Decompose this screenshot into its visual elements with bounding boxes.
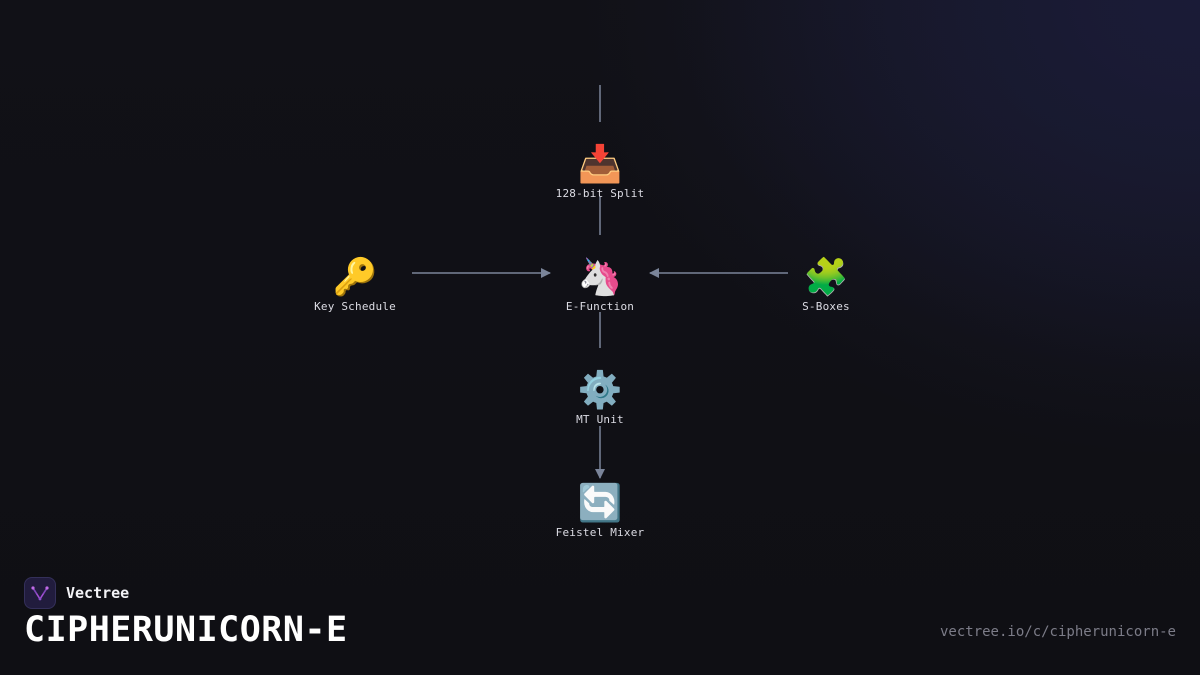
brand-name: Vectree — [66, 584, 130, 602]
node-mt-unit[interactable]: ⚙️ MT Unit — [520, 370, 680, 426]
page-url[interactable]: vectree.io/c/cipherunicorn-e — [939, 624, 1176, 640]
node-label: Key Schedule — [314, 300, 396, 313]
node-key-schedule[interactable]: 🔑 Key Schedule — [275, 257, 435, 313]
page-title: CIPHERUNICORN-E — [24, 610, 348, 650]
node-128-bit-split[interactable]: 📥 128-bit Split — [520, 144, 680, 200]
gear-icon: ⚙️ — [577, 370, 623, 411]
node-e-function[interactable]: 🦄 E-Function — [520, 257, 680, 313]
node-feistel-mixer[interactable]: 🔄 Feistel Mixer — [520, 483, 680, 539]
brand[interactable]: Vectree — [24, 577, 129, 609]
node-label: E-Function — [565, 300, 635, 313]
node-label: 128-bit Split — [555, 187, 645, 200]
vectree-logo-icon — [24, 577, 56, 609]
node-label: S-Boxes — [802, 300, 850, 313]
inbox-tray-icon: 📥 — [577, 144, 623, 185]
cycle-arrows-icon: 🔄 — [577, 483, 623, 524]
node-label: Feistel Mixer — [555, 526, 645, 539]
node-label: MT Unit — [576, 413, 624, 426]
puzzle-piece-icon: 🧩 — [803, 257, 849, 298]
key-icon: 🔑 — [332, 257, 378, 298]
vectree-logo-mark — [31, 586, 49, 601]
unicorn-icon: 🦄 — [577, 257, 623, 298]
node-s-boxes[interactable]: 🧩 S-Boxes — [746, 257, 906, 313]
